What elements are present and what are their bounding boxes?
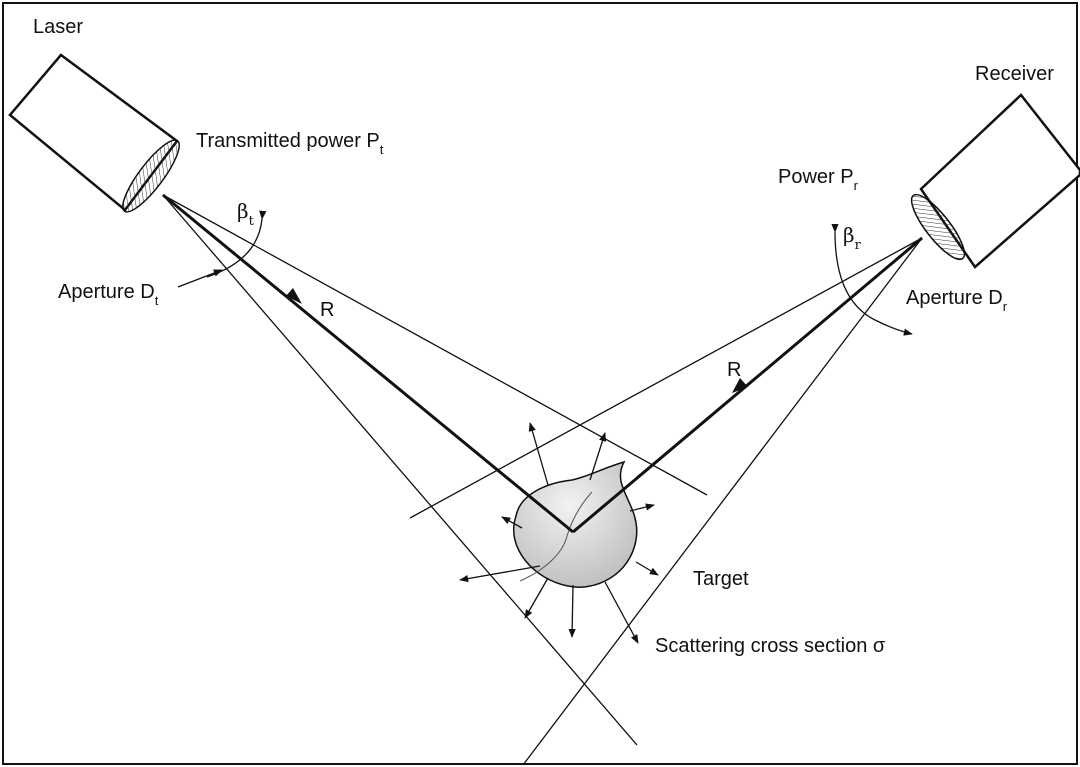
transmit-beam [162, 193, 574, 534]
scatter-arrow [629, 503, 655, 512]
beta-r-arc [831, 223, 913, 336]
laser-beam-lower-edge [162, 194, 638, 746]
receive-beam-arrowhead [732, 378, 748, 393]
laser-aperture-lens [122, 139, 180, 213]
received-power-label: Power Pr [778, 166, 859, 193]
beta-r-label: βr [843, 223, 862, 253]
scatter-arrow [568, 584, 576, 638]
aperture-r-label: Aperture Dr [906, 287, 1008, 314]
aperture-t-pointer [177, 269, 223, 288]
scattering-cross-section-label: Scattering cross section σ [655, 635, 886, 657]
aperture-t-label: Aperture Dt [58, 281, 159, 308]
receiver-aperture-lens [910, 193, 966, 261]
scatter-arrow [604, 581, 639, 644]
scatter-arrow [501, 516, 523, 529]
laser-label: Laser [33, 16, 83, 38]
scatter-arrow [589, 432, 606, 481]
receiver-label: Receiver [975, 63, 1054, 85]
target-label: Target [693, 568, 749, 590]
beta-t-label: βt [237, 199, 255, 229]
receive-beam [572, 236, 923, 534]
scatter-arrow [459, 565, 541, 583]
transmit-beam-arrowhead [286, 288, 302, 304]
receiver-fov-upper-edge [409, 237, 923, 519]
laser-beam-upper-edge [162, 194, 708, 496]
scatter-arrow [524, 577, 549, 619]
scatter-arrow [635, 561, 659, 576]
scatter-arrows [459, 422, 659, 644]
laser-device [8, 53, 180, 213]
target-crease [519, 491, 593, 582]
receiver-device [910, 93, 1080, 269]
range-label-receive: R [727, 359, 741, 381]
transmitted-power-label: Transmitted power Pt [196, 130, 384, 157]
scatter-arrow [528, 422, 549, 486]
range-label-transmit: R [320, 299, 334, 321]
target-body [513, 460, 638, 588]
target [513, 460, 638, 588]
